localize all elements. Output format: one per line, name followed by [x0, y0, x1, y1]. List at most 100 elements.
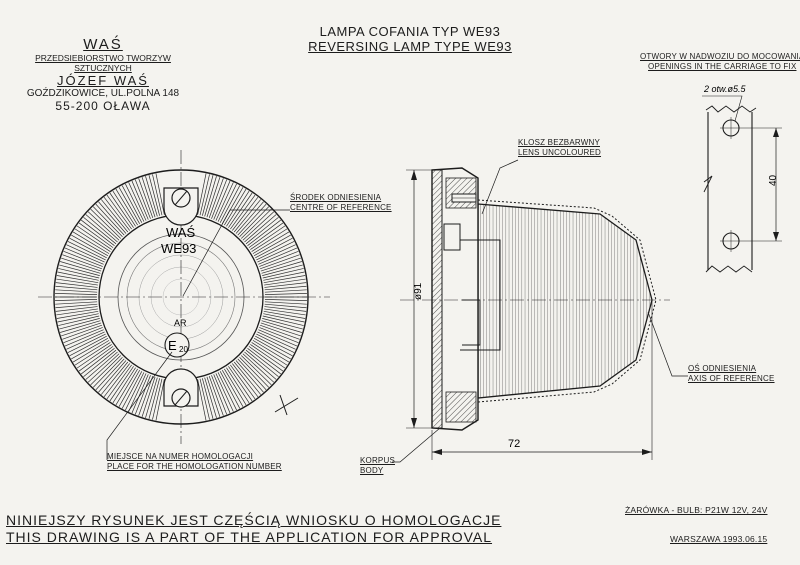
rib-line	[250, 344, 286, 369]
rib-line	[112, 367, 136, 404]
rib-line	[85, 351, 118, 380]
diameter-dimension: ø91	[413, 282, 424, 300]
rib-line	[250, 225, 286, 250]
rib-line	[90, 208, 122, 239]
rib-line	[81, 348, 115, 375]
rib-line	[232, 197, 259, 231]
rib-line	[155, 379, 165, 421]
rib-line	[260, 322, 301, 337]
rib-line	[237, 358, 267, 391]
rib-line	[134, 179, 151, 219]
rib-line	[106, 364, 132, 400]
rib-line	[213, 374, 231, 414]
break-line-bottom	[705, 265, 753, 273]
rib-line	[83, 216, 117, 245]
rib-line	[57, 313, 99, 323]
rib-line	[211, 375, 228, 415]
rib-line	[90, 355, 122, 386]
rib-line	[74, 342, 111, 366]
rib-line	[56, 275, 99, 284]
rib-line	[121, 371, 143, 409]
rib-line	[262, 315, 304, 326]
lens-leader	[481, 159, 519, 215]
rib-line	[61, 257, 102, 272]
rib-line	[81, 219, 115, 246]
rib-line	[95, 358, 125, 391]
rib-line	[260, 257, 301, 272]
rib-line	[245, 349, 279, 378]
rib-line	[242, 353, 275, 383]
rib-line	[109, 192, 134, 228]
rib-line	[235, 201, 264, 234]
rib-line	[56, 308, 98, 316]
rib-line	[197, 379, 207, 421]
company-address: GOŹDZIKOWICE, UL.POLNA 148	[26, 88, 180, 99]
rib-line	[78, 346, 114, 372]
rib-line	[264, 308, 306, 316]
rib-line	[206, 177, 221, 218]
rib-line	[95, 203, 125, 236]
rib-line	[55, 306, 98, 312]
break-line-top	[705, 105, 757, 113]
rib-line	[67, 241, 106, 261]
company-owner: JÓZEF WAŚ	[57, 73, 149, 88]
company-name: WAŚ	[83, 36, 123, 53]
drawing-title: LAMPA COFANIA TYP WE93 REVERSING LAMP TY…	[290, 24, 530, 54]
rib-line	[145, 176, 158, 217]
rib-line	[155, 173, 165, 215]
rib-line	[248, 346, 284, 372]
bottom-boss	[445, 391, 477, 423]
rib-line	[76, 344, 112, 369]
rib-line	[256, 241, 295, 261]
rib-line	[240, 355, 272, 386]
rib-line	[204, 176, 217, 217]
rib-line	[264, 293, 307, 295]
rib-line	[141, 177, 156, 218]
rib-line	[152, 378, 163, 420]
rib-line	[259, 327, 299, 344]
rib-line	[197, 173, 207, 215]
rib-line	[128, 182, 147, 221]
rib-line	[228, 366, 253, 402]
callout-homolog-en: PLACE FOR THE HOMOLOGATION NUMBER	[107, 462, 282, 471]
side-section-view: ø91 72	[392, 159, 688, 463]
socket	[443, 223, 461, 251]
rib-line	[72, 340, 110, 363]
rib-line	[71, 338, 109, 360]
rib-line	[199, 378, 210, 420]
rib-line	[115, 188, 138, 226]
rib-line	[253, 234, 291, 256]
rib-line	[55, 303, 98, 309]
rib-line	[264, 282, 307, 288]
callout-homolog-pl: MIEJSCE NA NUMER HOMOLOGACJI	[107, 452, 254, 461]
rib-line	[237, 203, 267, 236]
rib-line	[55, 285, 98, 291]
rib-line	[100, 361, 129, 395]
rib-line	[239, 206, 270, 238]
rib-line	[264, 299, 307, 301]
body-leader	[392, 427, 441, 463]
rib-line	[125, 183, 145, 222]
rib-line	[232, 363, 259, 397]
callout-homologation: MIEJSCE NA NUMER HOMOLOGACJI PLACE FOR T…	[107, 452, 282, 472]
rib-line	[72, 231, 110, 254]
rib-line	[55, 293, 98, 295]
ar-mark: AR	[174, 318, 187, 328]
rib-line	[76, 225, 112, 250]
rib-line	[60, 320, 101, 333]
rib-line	[98, 201, 127, 234]
rib-line	[233, 199, 262, 233]
rib-line	[219, 185, 241, 223]
rib-line	[255, 237, 293, 259]
rib-line	[252, 231, 290, 254]
approval-circle	[164, 332, 190, 358]
top-boss	[445, 177, 477, 209]
housing-flange	[431, 169, 443, 429]
rib-line	[240, 208, 272, 239]
hole-callout: 2 otw.ø5.5	[703, 84, 747, 94]
rib-line	[206, 376, 221, 417]
rib-line	[103, 197, 130, 231]
rib-line	[258, 329, 298, 347]
